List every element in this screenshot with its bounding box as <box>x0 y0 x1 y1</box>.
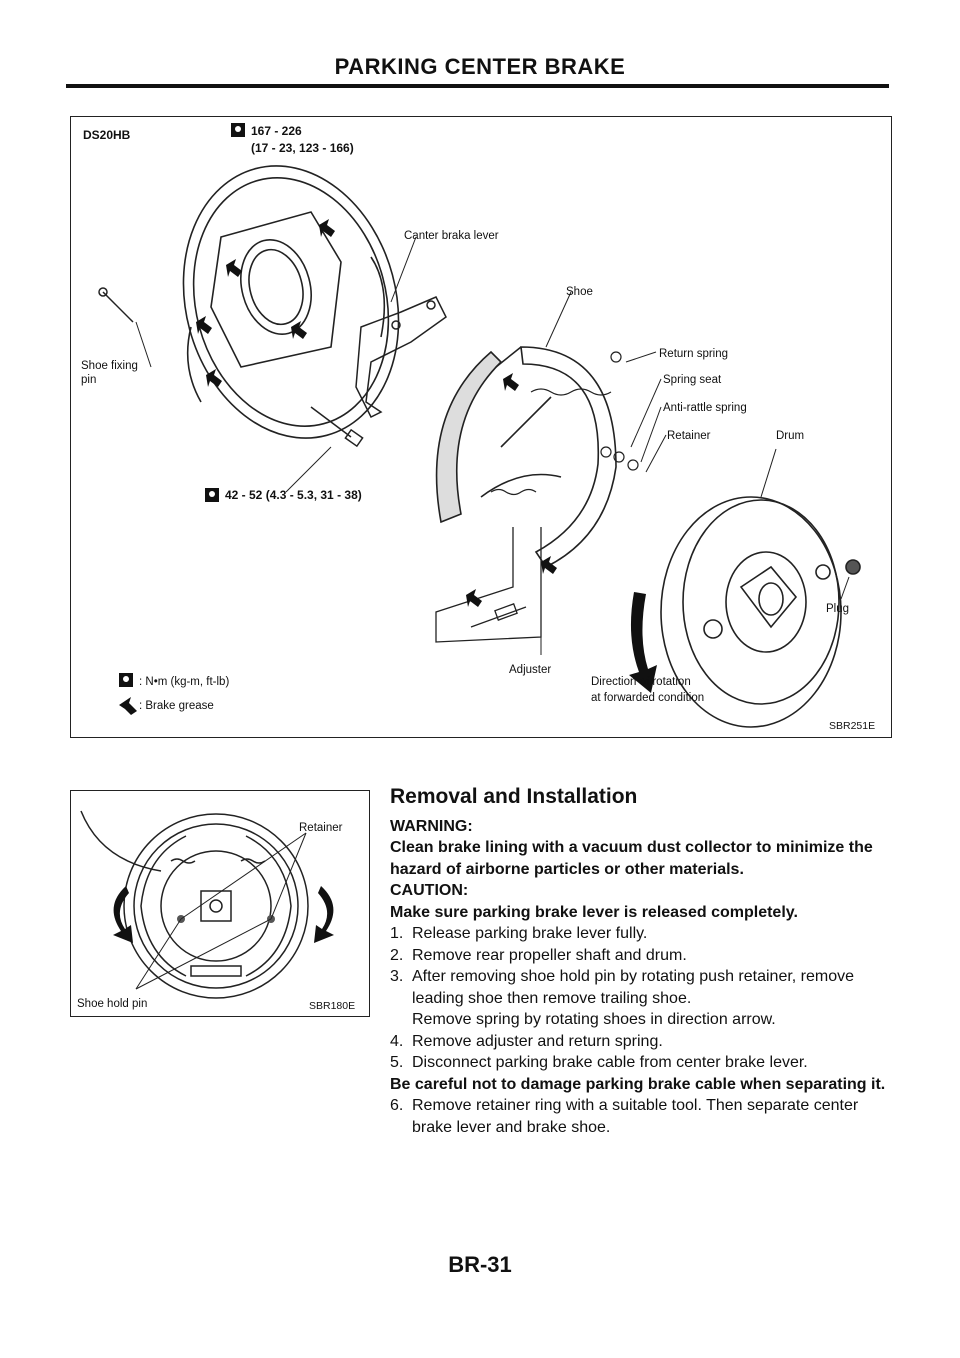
leader-lines-fig2 <box>135 832 307 990</box>
rotation-arrow <box>629 592 657 693</box>
step-3: 3.After removing shoe hold pin by rotati… <box>390 968 855 1007</box>
label-shoe-hold-pin: Shoe hold pin <box>77 998 147 1010</box>
label-plug: Plug <box>826 603 849 615</box>
exploded-view-figure: DS20HB 167 - 226 (17 - 23, 123 - 166) 42… <box>70 116 892 738</box>
leader-lines-right <box>625 351 667 473</box>
figure-code: SBR251E <box>829 720 875 732</box>
exploded-view-drawing: DS20HB 167 - 226 (17 - 23, 123 - 166) 42… <box>81 123 875 732</box>
header-rule <box>66 84 889 88</box>
caution-text: Make sure parking brake lever is release… <box>390 903 798 921</box>
label-shoe-fixing-2: pin <box>81 374 96 386</box>
page-header-title: PARKING CENTER BRAKE <box>334 54 626 79</box>
shoe-hold-pin-figure: Retainer Shoe hold pin SBR180E <box>70 790 370 1017</box>
removal-installation-section: Removal and Installation WARNING: Clean … <box>390 786 890 1138</box>
label-center-lever: Canter braka lever <box>404 230 499 242</box>
step-6: 6.Remove retainer ring with a suitable t… <box>390 1097 859 1136</box>
label-shoe: Shoe <box>566 286 593 298</box>
grease-arrow-shoe <box>503 373 519 391</box>
torque-top-line1: 167 - 226 <box>251 124 302 138</box>
center-brake-lever <box>355 296 447 419</box>
label-drum: Drum <box>776 430 804 442</box>
mounting-bolt <box>310 406 364 448</box>
label-shoe-fixing-1: Shoe fixing <box>81 360 138 372</box>
retainer-points <box>177 915 275 923</box>
step-3-sub: Remove spring by rotating shoes in direc… <box>412 1011 776 1028</box>
torque-wrench-icon <box>119 673 133 687</box>
backing-plate <box>182 165 400 439</box>
label-direction-1: Direction of rotation <box>591 676 691 688</box>
label-retainer: Retainer <box>299 822 343 834</box>
torque-top-line2: (17 - 23, 123 - 166) <box>251 141 354 155</box>
step-2: 2.Remove rear propeller shaft and drum. <box>390 946 687 964</box>
shoe-fixing-pin <box>98 287 134 323</box>
label-direction-2: at forwarded condition <box>591 692 704 704</box>
grease-arrows-adjuster <box>466 556 557 607</box>
step-1: 1.Release parking brake lever fully. <box>390 925 648 942</box>
figure-code: SBR180E <box>309 1000 355 1012</box>
label-return-spring: Return spring <box>659 348 728 360</box>
warning-text: Clean brake lining with a vacuum dust co… <box>390 839 873 878</box>
grease-arrows-plate <box>196 219 335 387</box>
brake-drum <box>660 496 861 728</box>
adjuster-box <box>435 527 542 643</box>
label-anti-rattle: Anti-rattle spring <box>663 402 747 414</box>
shoe-hold-pin-drawing: Retainer Shoe hold pin SBR180E <box>77 810 355 1012</box>
label-adjuster: Adjuster <box>509 664 551 676</box>
torque-wrench-icon <box>205 488 219 502</box>
rotation-arrow-left <box>113 886 133 943</box>
legend-torque: : N•m (kg-m, ft-lb) <box>139 676 229 688</box>
torque-wrench-icon <box>231 123 245 137</box>
caution-label: CAUTION: <box>390 882 469 899</box>
torque-bolt-label: 42 - 52 (4.3 - 5.3, 31 - 38) <box>225 488 362 502</box>
legend-grease: : Brake grease <box>139 700 214 712</box>
brake-grease-icon <box>119 697 137 715</box>
model-label: DS20HB <box>83 128 131 142</box>
step-5-note: Be careful not to damage parking brake c… <box>390 1075 886 1093</box>
warning-label: WARNING: <box>390 817 473 835</box>
step-5: 5.Disconnect parking brake cable from ce… <box>390 1054 808 1071</box>
section-title: Removal and Installation <box>390 785 638 808</box>
label-retainer: Retainer <box>667 430 711 442</box>
brake-shoes <box>435 346 617 569</box>
step-4: 4.Remove adjuster and return spring. <box>390 1032 663 1050</box>
springs-retainers <box>490 351 639 496</box>
drum-assembly <box>123 813 309 999</box>
page-number: BR-31 <box>448 1252 512 1277</box>
label-spring-seat: Spring seat <box>663 374 722 386</box>
rotation-arrow-right <box>314 886 334 943</box>
